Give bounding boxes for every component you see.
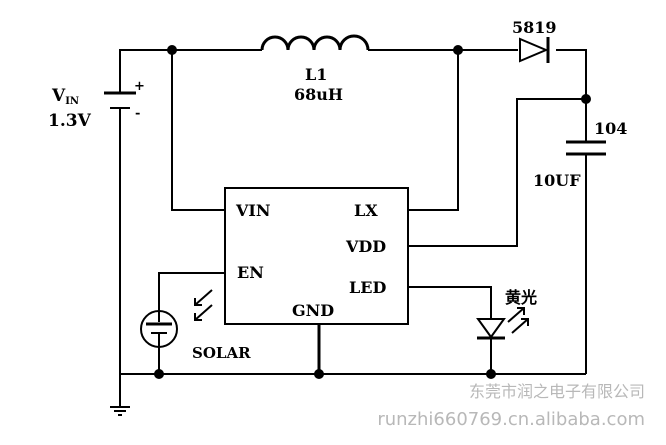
ic-block — [224, 187, 409, 325]
pin-vdd-label: VDD — [345, 237, 386, 256]
capacitor-code: 104 — [594, 119, 627, 138]
pin-en-label: EN — [237, 263, 264, 282]
inductor-ref: L1 — [305, 65, 327, 84]
ground-symbol — [110, 406, 130, 416]
led-symbol — [476, 318, 506, 340]
junction-lx — [453, 45, 463, 55]
source-name: VIN — [51, 86, 79, 107]
battery-minus: - — [135, 106, 140, 121]
wire-lx — [408, 50, 459, 211]
junction-gnd — [314, 369, 324, 379]
capacitor-value: 10UF — [533, 171, 581, 190]
watermark-company: 东莞市润之电子有限公司 — [469, 382, 645, 401]
led-color-label: 黄光 — [505, 288, 537, 307]
inductor-symbol — [260, 34, 370, 51]
pin-vin-label: VIN — [235, 201, 271, 220]
solar-label: SOLAR — [192, 344, 251, 362]
pin-gnd-label: GND — [292, 301, 334, 320]
junction-vdd — [581, 94, 591, 104]
battery-symbol — [104, 88, 136, 118]
battery-plus: + — [134, 79, 145, 94]
junction-led — [486, 369, 496, 379]
junction-dots — [154, 45, 591, 379]
diode-ref: 5819 — [512, 18, 557, 37]
pin-led-label: LED — [349, 278, 386, 297]
wire-vdd — [408, 98, 586, 247]
light-arrows-in-icon — [194, 289, 213, 321]
junction-vin — [167, 45, 177, 55]
capacitor-symbol — [566, 140, 606, 156]
watermark-site: runzhi660769.cn.alibaba.com — [377, 409, 645, 430]
wire-en — [158, 272, 225, 314]
diode-symbol — [519, 37, 550, 63]
source-voltage: 1.3V — [48, 111, 92, 131]
wire-led — [408, 286, 492, 318]
inductor-value: 68uH — [294, 85, 343, 104]
wire-top-left — [119, 49, 262, 88]
solar-cell-symbol — [140, 310, 178, 348]
light-arrows-out-icon — [507, 307, 529, 334]
pin-lx-label: LX — [354, 201, 378, 220]
junction-solar — [154, 369, 164, 379]
wire-top-right — [556, 49, 587, 142]
wire-vin — [171, 50, 225, 211]
